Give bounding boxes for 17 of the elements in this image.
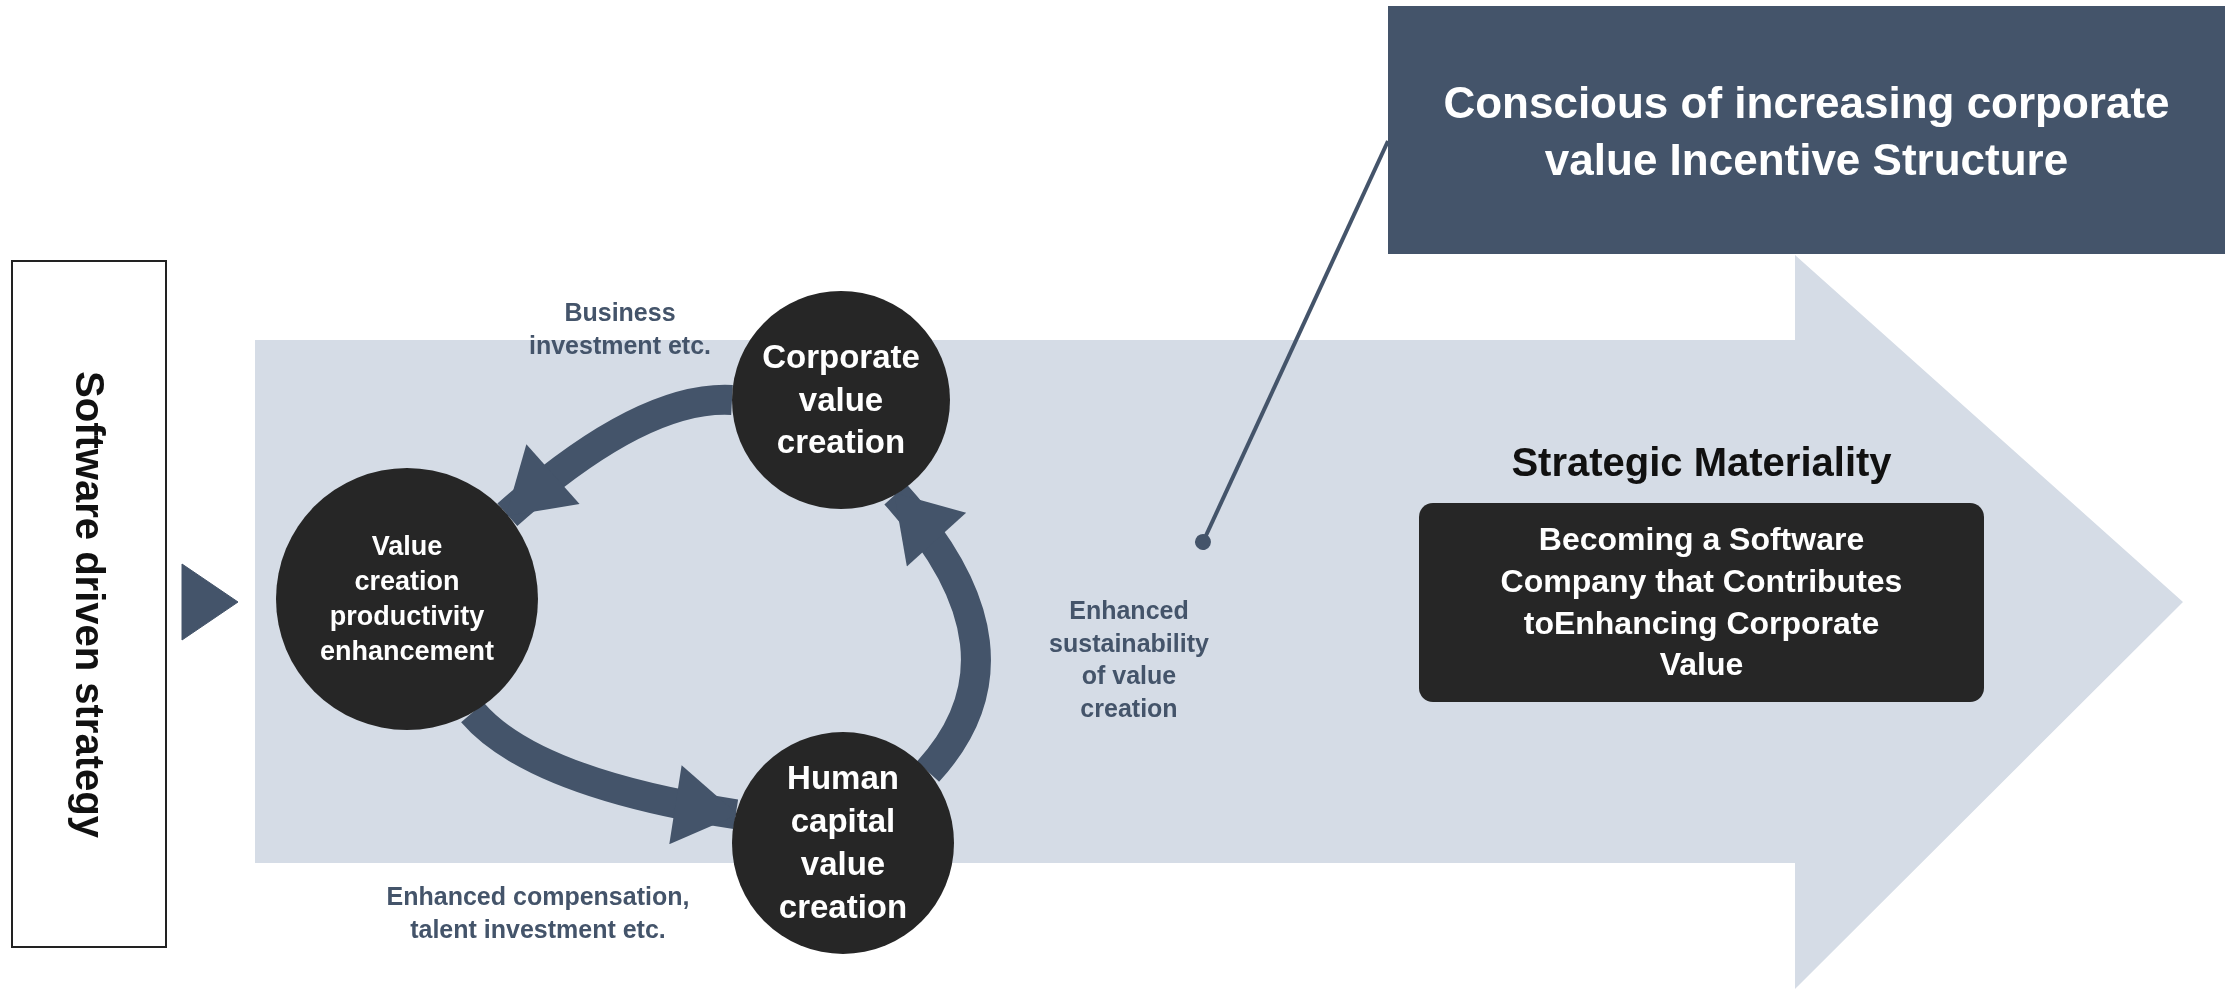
circle-label: Human capital value creation bbox=[777, 758, 909, 927]
leader-line bbox=[1195, 140, 1390, 550]
banner-text: Conscious of increasing corporate value Incentive Structure bbox=[1442, 77, 2171, 187]
edge-label: Business investment etc. bbox=[528, 297, 712, 361]
edge-label: Enhanced compensation, talent investment etc. bbox=[385, 881, 691, 945]
vertical-label: Software driven strategy bbox=[66, 370, 112, 838]
circle-label: Corporate value creation bbox=[761, 336, 921, 463]
goal-box: Becoming a Software Company that Contributes toEnhancing Corporate Value bbox=[1419, 503, 1984, 702]
block-arrow bbox=[181, 563, 239, 641]
incentive-banner bbox=[1388, 6, 2225, 254]
strategy-box bbox=[11, 260, 167, 948]
curved-arrow bbox=[461, 702, 739, 844]
circle-label: Value creation productivity enhancement bbox=[320, 529, 495, 669]
section-heading: Strategic Materiality bbox=[1511, 440, 1892, 485]
edge-label: Enhanced sustainability of value creation bbox=[1048, 595, 1210, 724]
curved-arrow bbox=[497, 385, 733, 527]
curved-arrow bbox=[884, 484, 991, 782]
